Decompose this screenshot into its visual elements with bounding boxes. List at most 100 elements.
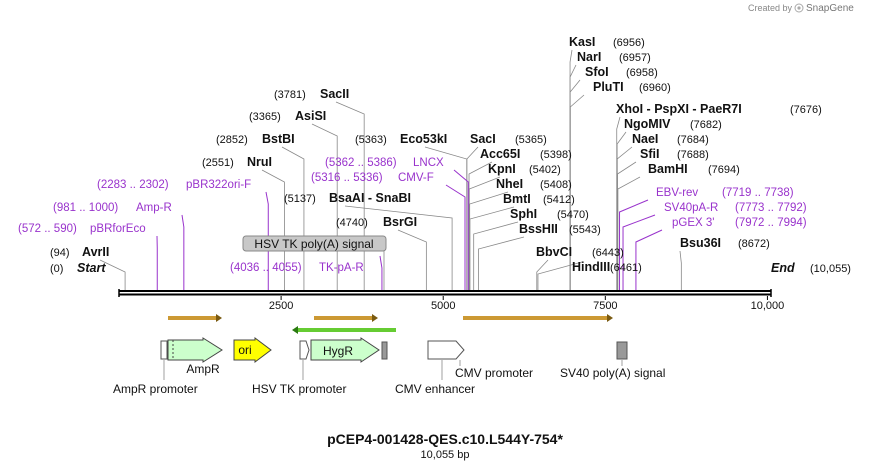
enzyme-SfiI[interactable]: SfiI (7688) bbox=[640, 147, 709, 161]
enzyme-Eco53kI[interactable]: (5363) Eco53kI bbox=[355, 132, 447, 146]
primer-CMV-F[interactable]: (5316 .. 5336) CMV-F bbox=[311, 172, 434, 184]
enzyme-name: NaeI bbox=[632, 132, 658, 146]
primer-SV40pA-R[interactable]: SV40pA-R (7773 .. 7792) bbox=[664, 202, 807, 214]
feature-label: AmpR bbox=[186, 362, 220, 376]
primer-range: (5316 .. 5336) bbox=[311, 172, 383, 184]
enzyme-name: SfoI bbox=[585, 65, 609, 79]
orf-insert[interactable] bbox=[463, 314, 613, 322]
enzyme-BmtI[interactable]: BmtI (5412) bbox=[503, 192, 575, 206]
snapgene-logo-icon bbox=[794, 3, 804, 13]
feature-label: ori bbox=[238, 343, 251, 357]
feature-hygr[interactable]: HygR bbox=[310, 337, 380, 363]
orf-ampr[interactable] bbox=[168, 314, 222, 322]
enzyme-SphI[interactable]: SphI (5470) bbox=[510, 207, 589, 221]
enzyme-BstBI[interactable]: (2852) BstBI bbox=[216, 132, 295, 146]
enzyme-NheI[interactable]: NheI (5408) bbox=[496, 177, 572, 191]
primer-range: (7972 .. 7994) bbox=[735, 217, 807, 229]
enzyme-NgoMIV[interactable]: NgoMIV (7682) bbox=[624, 117, 722, 131]
enzyme-BamHI[interactable]: BamHI (7694) bbox=[648, 162, 740, 176]
enzyme-name: KasI bbox=[569, 35, 595, 49]
end-label: End bbox=[771, 261, 795, 275]
enzyme-leader bbox=[466, 146, 479, 290]
enzyme-BsaAI-SnaBI[interactable]: (5137) BsaAI - SnaBI bbox=[284, 191, 411, 205]
enzyme-name: BsaAI - SnaBI bbox=[329, 191, 411, 205]
enzyme-BssHII[interactable]: BssHII (5543) bbox=[519, 222, 601, 236]
primer-EBV-rev[interactable]: EBV-rev (7719 .. 7738) bbox=[656, 187, 794, 199]
primer-range: (981 .. 1000) bbox=[53, 202, 118, 214]
feature-cmv-enhancer[interactable] bbox=[427, 340, 465, 360]
enzyme-AvrII[interactable]: (94) AvrII bbox=[50, 245, 109, 259]
enzyme-leader bbox=[679, 250, 682, 290]
enzyme-pos: (6960) bbox=[639, 82, 671, 94]
enzyme-XhoI-PspXI-PaeR7I[interactable]: XhoI - PspXI - PaeR7I (7676) bbox=[616, 102, 822, 116]
enzyme-KpnI[interactable]: KpnI (5402) bbox=[488, 162, 561, 176]
enzyme-leader bbox=[537, 261, 583, 290]
enzyme-name: BsrGI bbox=[383, 215, 417, 229]
enzyme-pos: (94) bbox=[50, 247, 70, 259]
primer-pBRforEco[interactable]: (572 .. 590) pBRforEco bbox=[18, 223, 146, 235]
enzyme-leader bbox=[536, 259, 549, 290]
orf-arrows bbox=[168, 314, 613, 334]
feature-hsv-tk-promoter[interactable] bbox=[299, 340, 310, 360]
enzyme-pos: (6958) bbox=[626, 67, 658, 79]
primer-pBR322ori-F[interactable]: (2283 .. 2302) pBR322ori-F bbox=[97, 179, 251, 191]
enzyme-pos: (6956) bbox=[613, 37, 645, 49]
enzyme-NarI[interactable]: NarI (6957) bbox=[577, 50, 651, 64]
primer-Amp-R[interactable]: (981 .. 1000) Amp-R bbox=[53, 202, 172, 214]
feature-ampr[interactable]: AmpR bbox=[167, 337, 223, 376]
enzyme-pos: (6957) bbox=[619, 52, 651, 64]
enzyme-pos: (5408) bbox=[540, 179, 572, 191]
primer-name: TK-pA-R bbox=[319, 262, 364, 274]
primer-pGEX-3[interactable]: pGEX 3' (7972 .. 7994) bbox=[672, 217, 807, 229]
enzyme-PluTI[interactable]: PluTI (6960) bbox=[593, 80, 671, 94]
enzyme-BbvCI[interactable]: BbvCI (6443) bbox=[536, 245, 624, 259]
enzyme-pos: (7684) bbox=[677, 134, 709, 146]
hsv-tk-polya-callout[interactable]: HSV TK poly(A) signal bbox=[242, 235, 387, 252]
axis-tick-label: 5000 bbox=[431, 300, 455, 312]
primer-range: (5362 .. 5386) bbox=[325, 157, 397, 169]
feature-ampr-promoter[interactable] bbox=[160, 340, 168, 360]
enzyme-NruI[interactable]: (2551) NruI bbox=[202, 155, 272, 169]
enzyme-pos: (7688) bbox=[677, 149, 709, 161]
primer-range: (572 .. 590) bbox=[18, 223, 77, 235]
orf-upper-mid[interactable] bbox=[314, 314, 378, 322]
feature-hsv-tk-polya[interactable] bbox=[381, 341, 388, 360]
enzyme-pos: (5363) bbox=[355, 134, 387, 146]
primer-LNCX[interactable]: (5362 .. 5386) LNCX bbox=[325, 157, 444, 169]
enzyme-pos: (6461) bbox=[610, 262, 642, 274]
enzyme-name: Bsu36I bbox=[680, 236, 721, 250]
enzyme-SacII[interactable]: (3781) SacII bbox=[274, 87, 349, 101]
primer-TK-pA-R[interactable]: (4036 .. 4055) TK-pA-R bbox=[230, 262, 364, 274]
enzyme-Acc65I[interactable]: Acc65I (5398) bbox=[480, 147, 572, 161]
enzyme-leader bbox=[617, 176, 641, 290]
primer-name: pBRforEco bbox=[90, 223, 146, 235]
enzyme-name: BamHI bbox=[648, 162, 688, 176]
enzyme-AsiSI[interactable]: (3365) AsiSI bbox=[249, 109, 326, 123]
enzyme-HindIII[interactable]: HindIII (6461) bbox=[572, 260, 642, 274]
enzyme-SfoI[interactable]: SfoI (6958) bbox=[585, 65, 658, 79]
enzyme-BsrGI[interactable]: (4740) BsrGI bbox=[336, 215, 417, 229]
enzyme-leader bbox=[99, 259, 126, 290]
primer-leader bbox=[379, 255, 383, 290]
feature-sv40-polya[interactable] bbox=[616, 341, 628, 360]
enzyme-KasI[interactable]: KasI (6956) bbox=[569, 35, 645, 49]
start-position: (0) bbox=[50, 263, 63, 275]
enzyme-pos: (2551) bbox=[202, 157, 234, 169]
enzyme-SacI[interactable]: SacI (5365) bbox=[470, 132, 547, 146]
feature-label-cmv-enhancer: CMV enhancer bbox=[395, 382, 475, 396]
sequence-backbone bbox=[118, 289, 772, 297]
feature-label-hsv-tk-promoter: HSV TK promoter bbox=[252, 382, 346, 396]
enzyme-name: AvrII bbox=[82, 245, 109, 259]
feature-ori[interactable]: ori bbox=[233, 337, 272, 363]
orf-hygr[interactable] bbox=[292, 326, 396, 334]
enzyme-Bsu36I[interactable]: Bsu36I (8672) bbox=[680, 236, 770, 250]
enzyme-name: AsiSI bbox=[295, 109, 326, 123]
enzyme-pos: (4740) bbox=[336, 217, 368, 229]
enzyme-pos: (5412) bbox=[543, 194, 575, 206]
enzyme-name: SfiI bbox=[640, 147, 659, 161]
enzyme-NaeI[interactable]: NaeI (7684) bbox=[632, 132, 709, 146]
primer-leader bbox=[622, 214, 656, 290]
enzyme-name: NruI bbox=[247, 155, 272, 169]
